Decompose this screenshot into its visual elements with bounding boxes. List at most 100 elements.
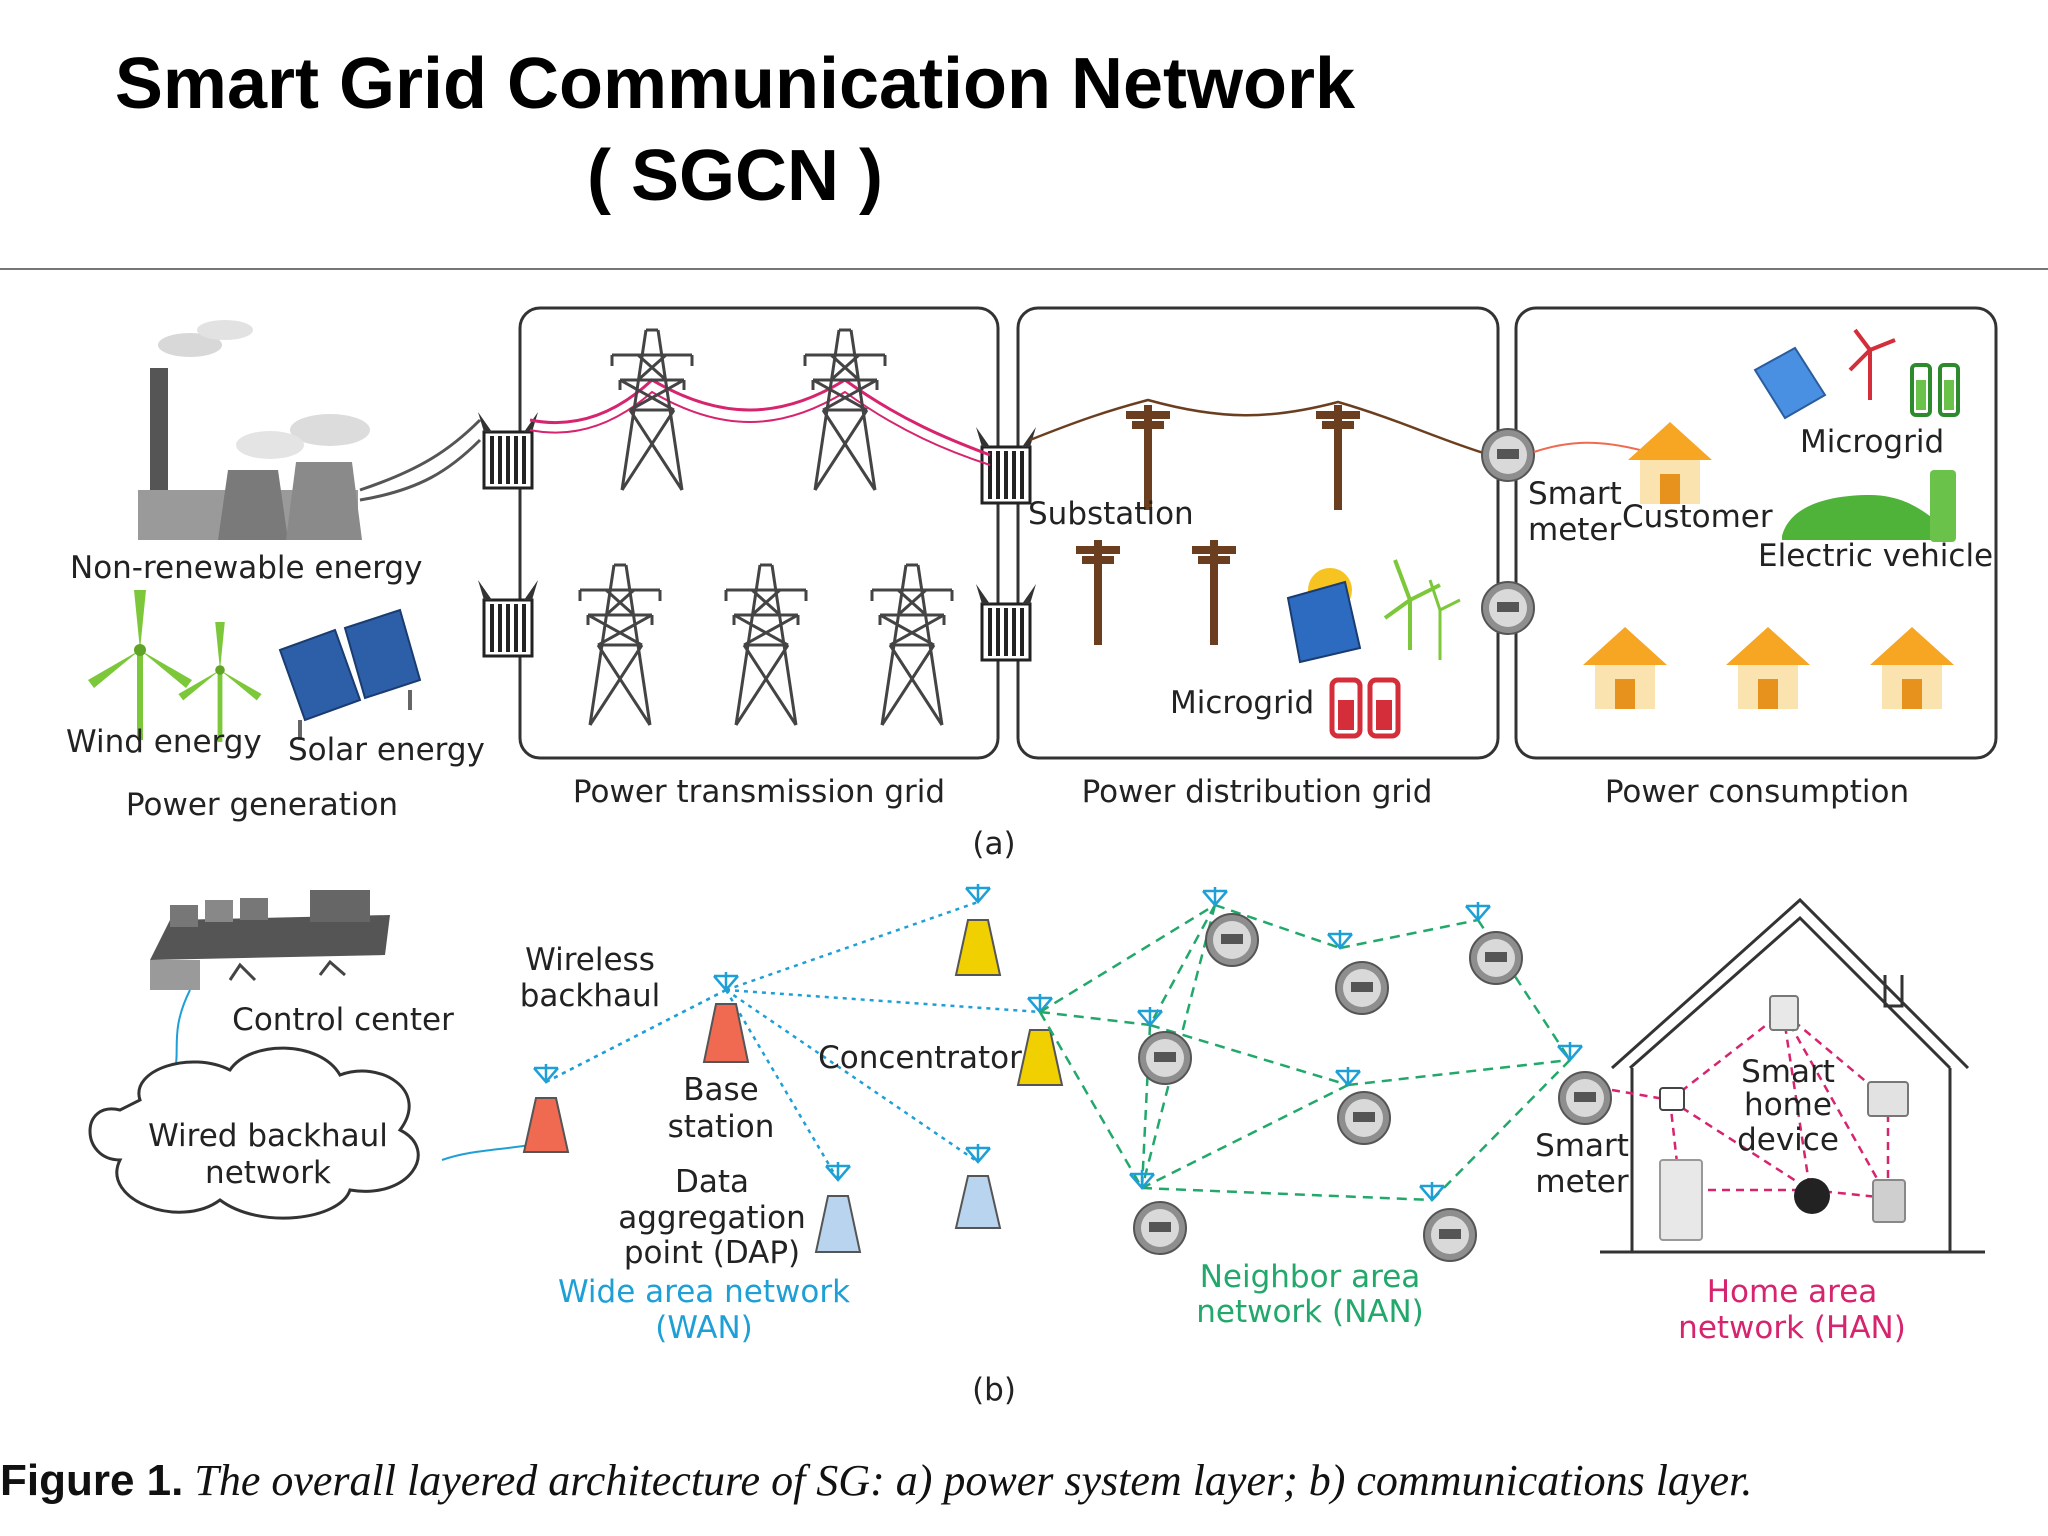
figure-number: Figure 1. [0, 1456, 184, 1505]
panel-b-label: (b) [972, 1372, 1016, 1408]
dap-icon [814, 1160, 862, 1253]
non-renewable-label: Non-renewable energy [70, 550, 422, 586]
nan-mesh-links [1038, 903, 1572, 1202]
smart-meter-label-2: meter [1528, 512, 1621, 548]
wireless-backhaul-label-2: backhaul [520, 978, 661, 1014]
washer-icon [1872, 1179, 1906, 1223]
smart-meter-label-1: Smart [1528, 476, 1622, 512]
smart-meter-icon [1558, 1071, 1612, 1125]
figure-caption-text: The overall layered architecture of SG: … [194, 1456, 1753, 1505]
wind-turbine-icon [88, 590, 262, 742]
panel-a-label: (a) [972, 826, 1015, 862]
utility-pole-icon [1316, 405, 1360, 510]
smart-home-device-label-2: home [1744, 1087, 1832, 1123]
wan-links [545, 900, 1041, 1181]
smart-meter-icon [1138, 1031, 1192, 1085]
smart-meter-icon [1335, 961, 1389, 1015]
power-distribution-label: Power distribution grid [1082, 774, 1433, 810]
transformer-icon [974, 425, 1038, 505]
solar-energy-label: Solar energy [288, 732, 485, 768]
transformer-icon [974, 582, 1038, 662]
control-center-label: Control center [232, 1002, 454, 1038]
smart-meter-icon [1205, 913, 1259, 967]
wind-energy-label: Wind energy [66, 724, 262, 760]
wired-backhaul-label-1: Wired backhaul [148, 1118, 388, 1154]
substation-label: Substation [1028, 496, 1194, 532]
microgrid-consumption-label: Microgrid [1800, 424, 1944, 460]
smart-meter-icon [1469, 931, 1523, 985]
microgrid-distribution-label: Microgrid [1170, 685, 1314, 721]
han-smart-meter-label-2: meter [1535, 1164, 1628, 1200]
slide-title-line2: ( SGCN ) [587, 136, 883, 216]
dap-label-3: point (DAP) [624, 1235, 800, 1271]
dap-icon [954, 1142, 1002, 1229]
electric-vehicle-label: Electric vehicle [1758, 538, 1993, 574]
consumption-box [1514, 306, 1998, 760]
han-label-1: Home area [1707, 1274, 1878, 1310]
power-transmission-label: Power transmission grid [573, 774, 945, 810]
house-icon [1726, 627, 1810, 709]
pylon-icon [610, 328, 694, 492]
dap-label-1: Data [675, 1164, 749, 1200]
base-station-label-1: Base [683, 1072, 759, 1108]
wireless-backhaul-tower-icon [522, 1062, 570, 1153]
refrigerator-icon [1659, 1159, 1703, 1241]
concentrator-label: Concentrator [818, 1040, 1022, 1076]
distribution-box [1016, 306, 1500, 760]
utility-pole-icon [1192, 540, 1236, 645]
house-icon [1583, 627, 1667, 709]
solar-panel-icon [278, 608, 422, 740]
wan-label-1: Wide area network [558, 1274, 850, 1310]
nan-label-2: network (NAN) [1196, 1294, 1424, 1330]
microgrid-icon [1753, 328, 1960, 420]
transmission-box [518, 306, 1000, 760]
power-plant-icon [138, 320, 370, 540]
utility-pole-icon [1076, 540, 1120, 645]
tower-icon [954, 882, 1002, 976]
panel-a: Non-renewable energy Wind energy Solar e… [66, 306, 1998, 862]
robot-vacuum-icon [1794, 1178, 1830, 1214]
pylon-icon [870, 563, 954, 727]
customer-label: Customer [1622, 499, 1773, 535]
control-center-icon [150, 890, 390, 990]
smart-meter-icon [1481, 428, 1535, 482]
house-icon [1870, 627, 1954, 709]
wan-label-2: (WAN) [655, 1310, 753, 1346]
home-display-icon [1659, 1087, 1685, 1111]
han-smart-meter-label-1: Smart [1535, 1128, 1629, 1164]
han-label-2: network (HAN) [1678, 1310, 1906, 1346]
base-station-icon [702, 970, 750, 1063]
slide-title: Smart Grid Communication Network ( SGCN … [0, 38, 1470, 222]
pylon-icon [724, 563, 808, 727]
power-generation-label: Power generation [126, 787, 398, 823]
nan-label-1: Neighbor area [1200, 1259, 1421, 1295]
panel-b: Control center Wired backhaul network [88, 882, 1985, 1408]
smart-meter-icon [1133, 1201, 1187, 1255]
smart-home-device-label-1: Smart [1741, 1054, 1835, 1090]
wireless-backhaul-label-1: Wireless [525, 942, 655, 978]
smart-meter-icon [1337, 1091, 1391, 1145]
wired-backhaul-cloud-icon [88, 1046, 420, 1220]
pylon-icon [578, 563, 662, 727]
transformer-icon [476, 410, 540, 490]
wired-backhaul-label-2: network [205, 1155, 331, 1191]
slide-title-line1: Smart Grid Communication Network [114, 44, 1356, 124]
microgrid-icon [1286, 559, 1461, 739]
home-devices [1659, 995, 1909, 1241]
thermostat-icon [1769, 995, 1799, 1031]
home-outline [1600, 897, 1985, 1254]
concentrator-icon [1016, 992, 1064, 1086]
smart-meter-icon [1423, 1208, 1477, 1262]
base-station-label-2: station [668, 1109, 775, 1145]
smart-home-device-label-3: device [1737, 1122, 1839, 1158]
power-consumption-label: Power consumption [1605, 774, 1909, 810]
figure-caption: Figure 1. The overall layered architectu… [0, 1455, 2048, 1506]
figure-top-rule [0, 268, 2048, 270]
customer-house-icon [1628, 422, 1712, 504]
microwave-icon [1867, 1081, 1909, 1117]
transformer-icon [476, 578, 540, 658]
smart-meter-icon [1481, 581, 1535, 635]
dap-label-2: aggregation [618, 1200, 806, 1236]
electric-vehicle-icon [1782, 470, 1956, 542]
